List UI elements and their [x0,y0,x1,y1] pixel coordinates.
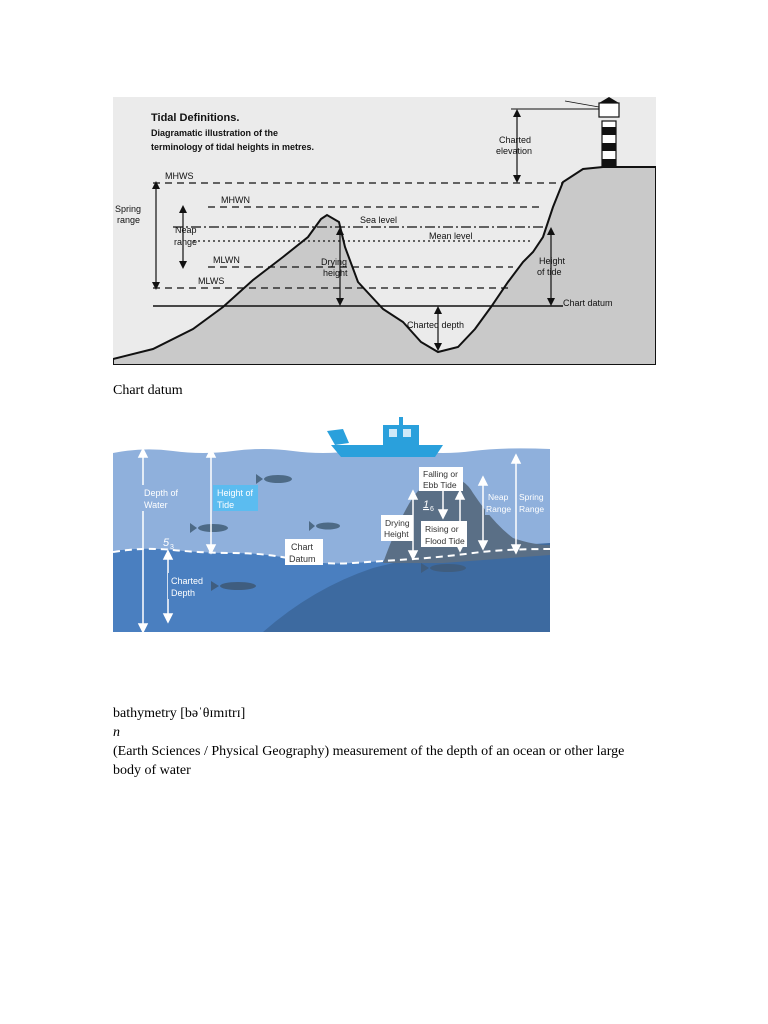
label-drying-height-2: height [323,268,348,278]
chart-datum-svg: Depth of Water Height of Tide Falling or… [112,413,551,634]
caption-chart-datum: Chart datum [113,383,183,398]
label-sea-level: Sea level [360,215,397,225]
svg-text:Chart: Chart [291,542,314,552]
fish-icon-2 [190,523,228,533]
label-chart-datum: Chart Datum [285,539,323,565]
tidal-definitions-svg: Tidal Definitions. Diagramatic illustrat… [112,97,657,366]
fish-icon-1 [256,474,292,484]
label-mlws: MLWS [198,276,224,286]
label-charted-depth: Charted depth [407,320,464,330]
svg-text:Depth of: Depth of [144,488,179,498]
svg-text:Depth: Depth [171,588,195,598]
sounding-1: 1 [423,499,429,511]
label-falling-tide: Falling or Ebb Tide [419,467,463,491]
svg-text:Spring: Spring [519,492,544,502]
lighthouse-icon [564,97,620,168]
label-drying-height: Drying Height [381,515,413,541]
tidal-subtitle-line1: Diagramatic illustration of the [151,128,278,138]
label-charted-elevation-1: Charted [499,135,531,145]
svg-text:Drying: Drying [385,518,410,528]
label-spring-range-2: range [117,215,140,225]
boat-icon [327,417,443,457]
tidal-definitions-diagram: Tidal Definitions. Diagramatic illustrat… [112,97,657,366]
label-neap-range: Neap Range [485,489,515,515]
bathymetry-definition: bathymetry [bəˈθɪmɪtrɪ] n (Earth Science… [113,704,653,780]
seabed [263,543,550,632]
label-drying-height-1: Drying [321,257,347,267]
sounding-5: 5 [163,537,170,549]
svg-text:Datum: Datum [289,554,316,564]
tidal-title: Tidal Definitions. [151,112,239,124]
svg-text:Height of: Height of [217,488,254,498]
svg-text:Water: Water [144,500,168,510]
label-height-of-tide-1: Height [539,256,566,266]
label-chart-datum: Chart datum [563,298,613,308]
fish-icon-3 [309,521,340,531]
svg-text:Range: Range [486,504,511,514]
label-spring-range: Spring Range [518,489,550,515]
label-neap-range-2: range [174,237,197,247]
label-mlwn: MLWN [213,255,240,265]
svg-text:Height: Height [384,529,409,539]
svg-text:Rising or: Rising or [425,524,459,534]
svg-text:Flood Tide: Flood Tide [425,536,465,546]
svg-text:Neap: Neap [488,492,509,502]
headword: bathymetry [bəˈθɪmɪtrɪ] [113,706,246,721]
fish-icon-4 [211,581,256,591]
land-profile [112,166,657,366]
svg-text:Ebb Tide: Ebb Tide [423,480,457,490]
svg-text:Tide: Tide [217,500,234,510]
label-rising-tide: Rising or Flood Tide [421,521,467,547]
label-depth-of-water: Depth of Water [139,485,183,511]
label-mean-level: Mean level [429,231,473,241]
label-spring-range-1: Spring [115,204,141,214]
svg-text:Charted: Charted [171,576,203,586]
label-mhwn: MHWN [221,195,250,205]
fish-icon-5 [421,563,466,573]
definition-text: (Earth Sciences / Physical Geography) me… [113,744,625,778]
label-charted-elevation-2: elevation [496,146,532,156]
sounding-1-sub: 6 [430,506,434,513]
label-height-of-tide: Height of Tide [213,485,258,511]
svg-text:Falling or: Falling or [423,469,458,479]
chart-datum-line [112,547,551,565]
chart-datum-illustration: Depth of Water Height of Tide Falling or… [112,413,551,634]
label-mhws: MHWS [165,171,194,181]
tidal-subtitle-line2: terminology of tidal heights in metres. [151,142,314,152]
svg-text:Range: Range [519,504,544,514]
label-charted-depth: Charted Depth [168,573,208,599]
label-height-of-tide-2: of tide [537,267,562,277]
part-of-speech: n [113,725,120,740]
sounding-5-sub: 3 [170,544,174,551]
label-neap-range-1: Neap [175,225,197,235]
